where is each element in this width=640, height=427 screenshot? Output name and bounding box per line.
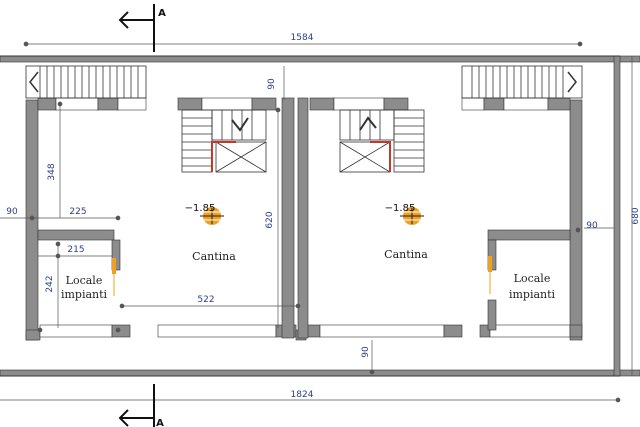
section-letter-top: A	[158, 8, 166, 19]
dim-locale-height: 242	[45, 275, 55, 292]
dim-wall-top: 90	[267, 78, 277, 90]
room-label-locale-left-1: Locale	[66, 274, 103, 287]
stairs-top-right	[461, 65, 583, 99]
dim-cantina-width: 522	[197, 295, 214, 305]
elevation-label-left: −1.85	[185, 203, 216, 214]
stairs-center-right	[339, 109, 425, 173]
stairs-top-left	[25, 65, 147, 99]
dim-wall-right: 90	[586, 221, 598, 231]
dim-locale-width-top: 225	[69, 207, 86, 217]
elevation-label-right: −1.85	[385, 203, 416, 214]
section-marker-top	[118, 4, 155, 52]
room-label-cantina-right: Cantina	[384, 248, 428, 261]
inner-walls	[25, 97, 583, 341]
dim-height-right: 680	[631, 207, 640, 224]
section-marker-bottom	[118, 384, 155, 427]
dim-wall-left: 90	[6, 207, 18, 217]
dimension-lines	[0, 41, 633, 403]
dim-overall-top: 1584	[291, 33, 314, 43]
stairs-center-left	[181, 109, 267, 173]
meter-markers	[112, 256, 492, 296]
room-label-locale-right-2: impianti	[509, 288, 556, 301]
dim-cantina-height: 620	[265, 211, 275, 228]
room-label-locale-left-2: impianti	[61, 288, 108, 301]
dim-wall-bottom: 90	[361, 346, 371, 358]
outer-walls	[0, 55, 640, 377]
dim-overall-bottom: 1824	[291, 390, 314, 400]
dim-room-depth-left: 348	[47, 163, 57, 180]
elevation-marker-left	[200, 207, 224, 225]
section-letter-bottom: A	[156, 418, 164, 427]
elevation-marker-right	[400, 207, 424, 225]
room-label-locale-right-1: Locale	[514, 272, 551, 285]
dim-locale-width-inner: 215	[67, 245, 84, 255]
room-label-cantina-left: Cantina	[192, 250, 236, 263]
